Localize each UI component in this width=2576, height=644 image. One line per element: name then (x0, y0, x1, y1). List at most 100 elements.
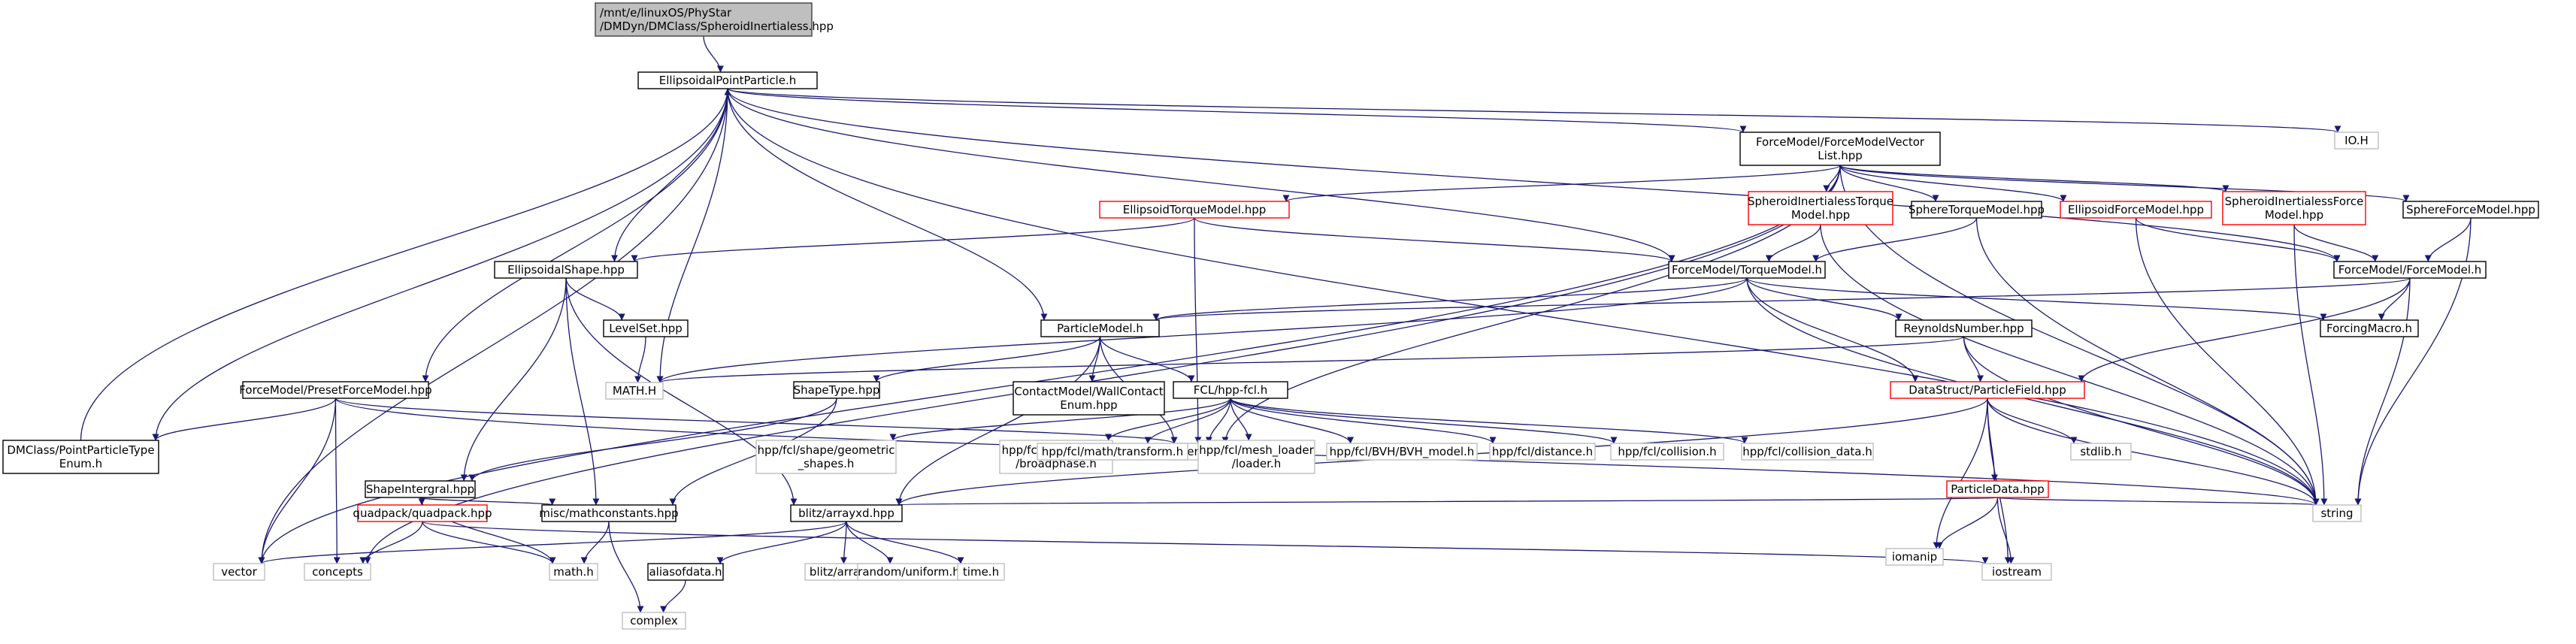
edge-pfm-to-vector (258, 398, 337, 564)
node-pd[interactable]: ParticleData.hpp (1946, 480, 2049, 498)
edge-fcl-to-coll (1230, 398, 1618, 444)
node-label: SphereForceModel.hpp (2406, 203, 2535, 216)
node-label: /DMDyn/DMClass/SpheroidInertialess.hpp (600, 20, 834, 33)
node-colldata: hpp/fcl/collision_data.h (1741, 443, 1874, 461)
edge-pd-to-iomanip (1936, 497, 1999, 549)
node-pf[interactable]: DataStruct/ParticleField.hpp (1890, 381, 2085, 399)
edge-pf-to-pd (1987, 398, 1998, 482)
edge-tm-to-mathH (656, 277, 1748, 383)
node-label: vector (221, 565, 257, 579)
node-box (2312, 504, 2362, 522)
edge-tm-to-fmacro (1746, 277, 2327, 321)
node-qp[interactable]: quadpack/quadpack.hpp (353, 504, 492, 522)
node-fm[interactable]: ForceModel/ForceModel.h (2333, 261, 2487, 279)
node-box (1668, 261, 1826, 279)
edge-etm-to-es (631, 217, 1195, 262)
edge-fmvl-to-stm (1839, 165, 1939, 202)
node-label: misc/mathconstants.hpp (539, 506, 678, 520)
node-label: aliasofdata.h (649, 565, 722, 579)
node-label: hpp/fcl/math/transform.h (1042, 445, 1183, 458)
node-pm[interactable]: ParticleModel.h (1040, 319, 1160, 337)
node-st[interactable]: ShapeType.hpp (793, 381, 880, 399)
node-sfm[interactable]: SphereForceModel.hpp (2402, 201, 2539, 219)
node-fcl[interactable]: FCL/hpp-fcl.h (1173, 381, 1288, 399)
edge-es-to-si (460, 277, 567, 482)
node-label: _shapes.h (798, 457, 855, 471)
node-box (541, 504, 677, 522)
node-box (1946, 480, 2049, 498)
node-box (647, 563, 724, 581)
node-label: Enum.h (59, 457, 102, 470)
node-etm[interactable]: EllipsoidTorqueModel.hpp (1099, 201, 1290, 219)
edge-st-to-si (468, 398, 837, 482)
node-tm[interactable]: ForceModel/TorqueModel.h (1668, 261, 1826, 279)
node-box (637, 71, 818, 89)
node-fmacro[interactable]: ForcingMacro.h (2320, 319, 2419, 337)
node-efm[interactable]: EllipsoidForceModel.hpp (2060, 201, 2212, 219)
node-box (790, 504, 903, 522)
node-si[interactable]: ShapeIntergral.hpp (365, 480, 476, 498)
edge-root-to-epp (703, 35, 724, 73)
node-label: ShapeIntergral.hpp (366, 482, 474, 496)
node-io: IO.H (2334, 132, 2379, 150)
node-box (549, 563, 598, 581)
edge-pf-to-stdlib (1987, 398, 2078, 444)
node-box (1489, 443, 1596, 461)
node-blitz[interactable]: blitz/arrayxd.hpp (790, 504, 903, 522)
node-transform: hpp/fcl/math/transform.h (1037, 443, 1188, 461)
node-concepts: concepts (304, 563, 371, 581)
node-label: SpheroidInertialessForce (2225, 195, 2364, 208)
node-epp[interactable]: EllipsoidalPointParticle.h (637, 71, 818, 89)
node-stm[interactable]: SphereTorqueModel.hpp (1909, 201, 2045, 219)
node-box (1890, 381, 2085, 399)
node-label: hpp/fcl/collision_data.h (1742, 445, 1872, 459)
node-label: hpp/fcl/distance.h (1492, 445, 1593, 458)
node-mathh: math.h (549, 563, 598, 581)
edge-pm-to-blitz (895, 336, 1101, 506)
node-box (242, 381, 429, 399)
node-box (2222, 191, 2366, 225)
node-box (793, 381, 880, 399)
node-box (357, 504, 488, 522)
node-ad[interactable]: aliasofdata.h (647, 563, 724, 581)
edge-sifm-to-string (2293, 224, 2328, 506)
edge-fm-to-fmacro (2378, 277, 2411, 321)
edge-sitm-to-tm (1765, 224, 1821, 262)
node-label: stdlib.h (2080, 445, 2121, 458)
node-es[interactable]: EllipsoidalShape.hpp (494, 261, 638, 279)
edge-epp-to-fmvl (727, 88, 1746, 133)
edge-pm-to-st (873, 336, 1101, 382)
node-box (2, 440, 159, 474)
node-box (595, 2, 813, 37)
node-box (2320, 319, 2419, 337)
edge-sfm-to-fm (2424, 217, 2472, 262)
edge-ad-to-complex (660, 579, 686, 613)
node-root[interactable]: /mnt/e/linuxOS/PhyStar/DMDyn/DMClass/Sph… (595, 2, 834, 37)
node-label: ForceModel/TorqueModel.h (1672, 263, 1822, 277)
node-pfm[interactable]: ForceModel/PresetForceModel.hpp (239, 381, 432, 399)
node-mc[interactable]: misc/mathconstants.hpp (539, 504, 679, 522)
node-label: hpp/fcl/mesh_loader (1199, 443, 1314, 458)
edge-pd-to-string (1996, 497, 2319, 506)
edge-fmvl-to-sfm (1839, 165, 2410, 202)
node-label: EllipsoidTorqueModel.hpp (1123, 203, 1267, 216)
edge-pfm-to-memory (334, 398, 1178, 444)
edge-efm-to-fm (2135, 217, 2341, 262)
node-ls[interactable]: LevelSet.hpp (603, 319, 689, 337)
node-rn[interactable]: ReynoldsNumber.hpp (1895, 319, 2033, 337)
edge-blitz-to-ba (840, 521, 848, 564)
edge-stm-to-tm (1812, 217, 1978, 262)
node-label: random/uniform.h (858, 565, 960, 579)
node-dist: hpp/fcl/distance.h (1489, 443, 1596, 461)
edge-rn-to-string (1963, 336, 2320, 506)
edge-fm-to-string (2354, 277, 2411, 506)
edge-pfm-to-concepts (333, 398, 341, 564)
node-label: ForcingMacro.h (2326, 322, 2412, 335)
edge-pfm-to-string (334, 398, 2320, 506)
